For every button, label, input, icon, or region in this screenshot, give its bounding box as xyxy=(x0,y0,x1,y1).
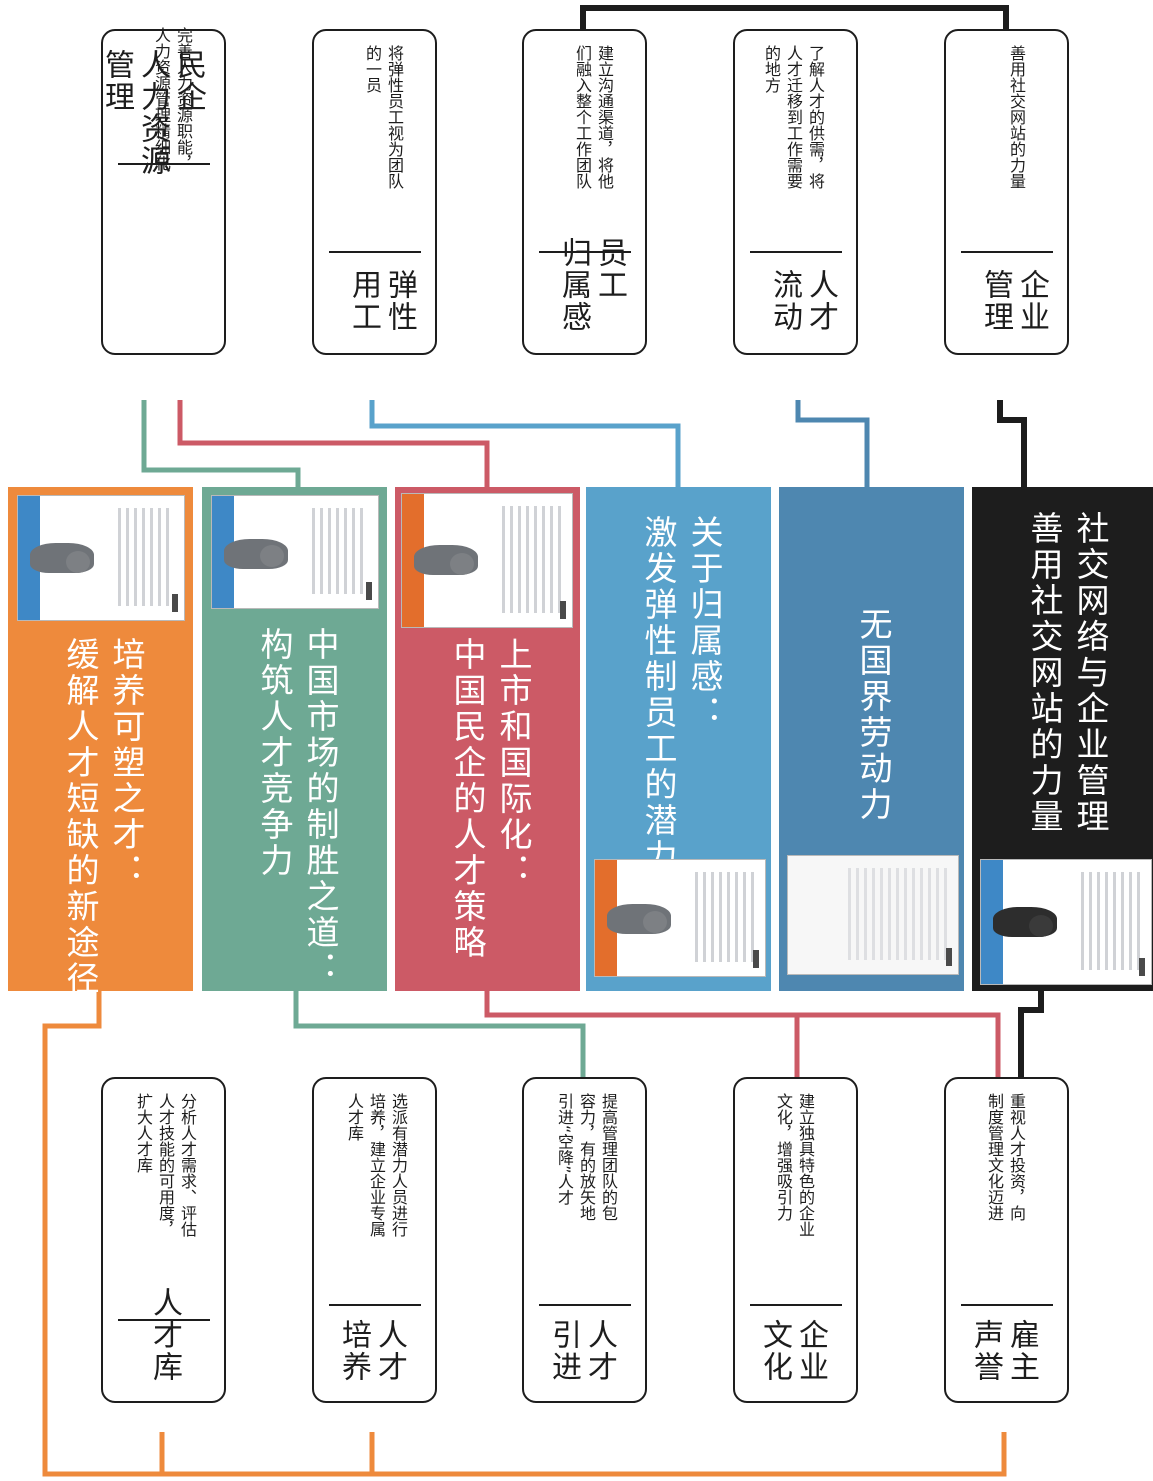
divider xyxy=(539,1304,631,1306)
divider xyxy=(961,1304,1053,1306)
theme-banner-6: 社交网络与企业管理 善用社交网站的力量 xyxy=(972,487,1153,991)
theme-banner-3: 上市和国际化： 中国民企的人才策略 xyxy=(395,487,580,991)
theme-banner-1: 培养可塑之才： 缓解人才短缺的新途径 xyxy=(8,487,193,997)
factor-card-talent-pool: 分析人才需求、评估 人才技能的可用度， 扩大人才库 人才库 xyxy=(101,1077,226,1403)
factor-card-talent-acquisition: 提高管理团队的包 容力，有的放矢地 引进“空降”人才 人才 引进 xyxy=(522,1077,647,1403)
factor-card-employer-reputation: 重视人才投资，向 制度管理文化迈进 雇主 声誉 xyxy=(944,1077,1069,1403)
divider xyxy=(118,163,210,165)
connector-green-top xyxy=(141,400,301,487)
factor-card-belonging: 员工 归属感 建立沟通渠道，将他 们融入整个工作团队 xyxy=(522,29,647,355)
connector-blue-top-1 xyxy=(369,400,681,487)
factor-description: 善用社交网站的力量 xyxy=(1007,45,1026,189)
theme-title: 关于归属感： 激发弹性制员工的潜力 xyxy=(639,515,724,875)
connector-black-topline xyxy=(580,5,1009,29)
factor-key: 人才库 xyxy=(147,1287,182,1383)
connector-black-top xyxy=(997,400,1027,487)
theme-title: 培养可塑之才： 缓解人才短缺的新途径 xyxy=(61,637,146,997)
report-cover-thumbnail xyxy=(211,495,379,609)
factor-key: 民企 人力资源 管理 xyxy=(99,49,206,177)
connector-red-top xyxy=(177,400,490,487)
factor-card-flexible-employment: 弹性 用工 将弹性员工视为团队 的一员 xyxy=(312,29,437,355)
factor-key: 员工 归属感 xyxy=(556,237,627,333)
theme-title: 上市和国际化： 中国民企的人才策略 xyxy=(448,637,533,961)
factor-card-talent-development: 选派有潜力人员进行 培养，建立企业专属 人才库 人才 培养 xyxy=(312,1077,437,1403)
report-cover-thumbnail xyxy=(401,493,573,628)
report-cover-thumbnail xyxy=(594,859,766,977)
theme-title: 社交网络与企业管理 善用社交网站的力量 xyxy=(1025,511,1110,835)
factor-description: 分析人才需求、评估 人才技能的可用度， 扩大人才库 xyxy=(134,1093,197,1237)
factor-description: 了解人才的供需，将 人才迁移到工作需要 的地方 xyxy=(762,45,825,189)
factor-description: 建立独具特色的企业 文化，增强吸引力 xyxy=(774,1093,815,1237)
divider xyxy=(539,251,631,253)
theme-banner-5: 无国界劳动力 xyxy=(779,487,964,991)
divider xyxy=(750,251,842,253)
factor-key: 人才 引进 xyxy=(546,1319,617,1383)
divider xyxy=(329,1304,421,1306)
divider xyxy=(329,251,421,253)
factor-key: 企业 文化 xyxy=(757,1319,828,1383)
theme-title: 无国界劳动力 xyxy=(854,607,893,823)
report-cover-thumbnail xyxy=(980,859,1152,985)
connector-green-bottom xyxy=(293,991,586,1077)
theme-banner-2: 中国市场的制胜之道： 构筑人才竞争力 xyxy=(202,487,387,991)
connector-red-bottom xyxy=(484,991,1001,1077)
connector-black-bottom xyxy=(1018,991,1044,1077)
factor-key: 弹性 用工 xyxy=(346,269,417,333)
factor-key: 人才 培养 xyxy=(336,1319,407,1383)
report-cover-thumbnail xyxy=(787,855,959,975)
factor-key: 雇主 声誉 xyxy=(968,1319,1039,1383)
report-cover-thumbnail xyxy=(17,495,185,621)
divider xyxy=(118,1319,210,1321)
connector-blue-top-2 xyxy=(795,400,870,487)
connector-orange-loop xyxy=(42,991,1007,1477)
factor-description: 提高管理团队的包 容力，有的放矢地 引进“空降”人才 xyxy=(555,1093,618,1221)
divider xyxy=(750,1304,842,1306)
factor-card-talent-mobility: 人才 流动 了解人才的供需，将 人才迁移到工作需要 的地方 xyxy=(733,29,858,355)
factor-description: 完善人力资源职能， 人力资源管理精细化 xyxy=(152,27,193,171)
factor-description: 将弹性员工视为团队 的一员 xyxy=(363,45,404,189)
divider xyxy=(961,251,1053,253)
factor-card-corporate-culture: 建立独具特色的企业 文化，增强吸引力 企业 文化 xyxy=(733,1077,858,1403)
factor-description: 建立沟通渠道，将他 们融入整个工作团队 xyxy=(573,45,614,189)
factor-key: 企业 管理 xyxy=(978,269,1049,333)
factor-card-enterprise-management: 企业 管理 善用社交网站的力量 xyxy=(944,29,1069,355)
theme-banner-4: 关于归属感： 激发弹性制员工的潜力 xyxy=(586,487,771,991)
factor-card-hr-management: 民企 人力资源 管理 完善人力资源职能， 人力资源管理精细化 xyxy=(99,27,226,355)
factor-description: 选派有潜力人员进行 培养，建立企业专属 人才库 xyxy=(345,1093,408,1237)
theme-title: 中国市场的制胜之道： 构筑人才竞争力 xyxy=(255,627,340,987)
factor-description: 重视人才投资，向 制度管理文化迈进 xyxy=(985,1093,1026,1221)
factor-key: 人才 流动 xyxy=(767,269,838,333)
